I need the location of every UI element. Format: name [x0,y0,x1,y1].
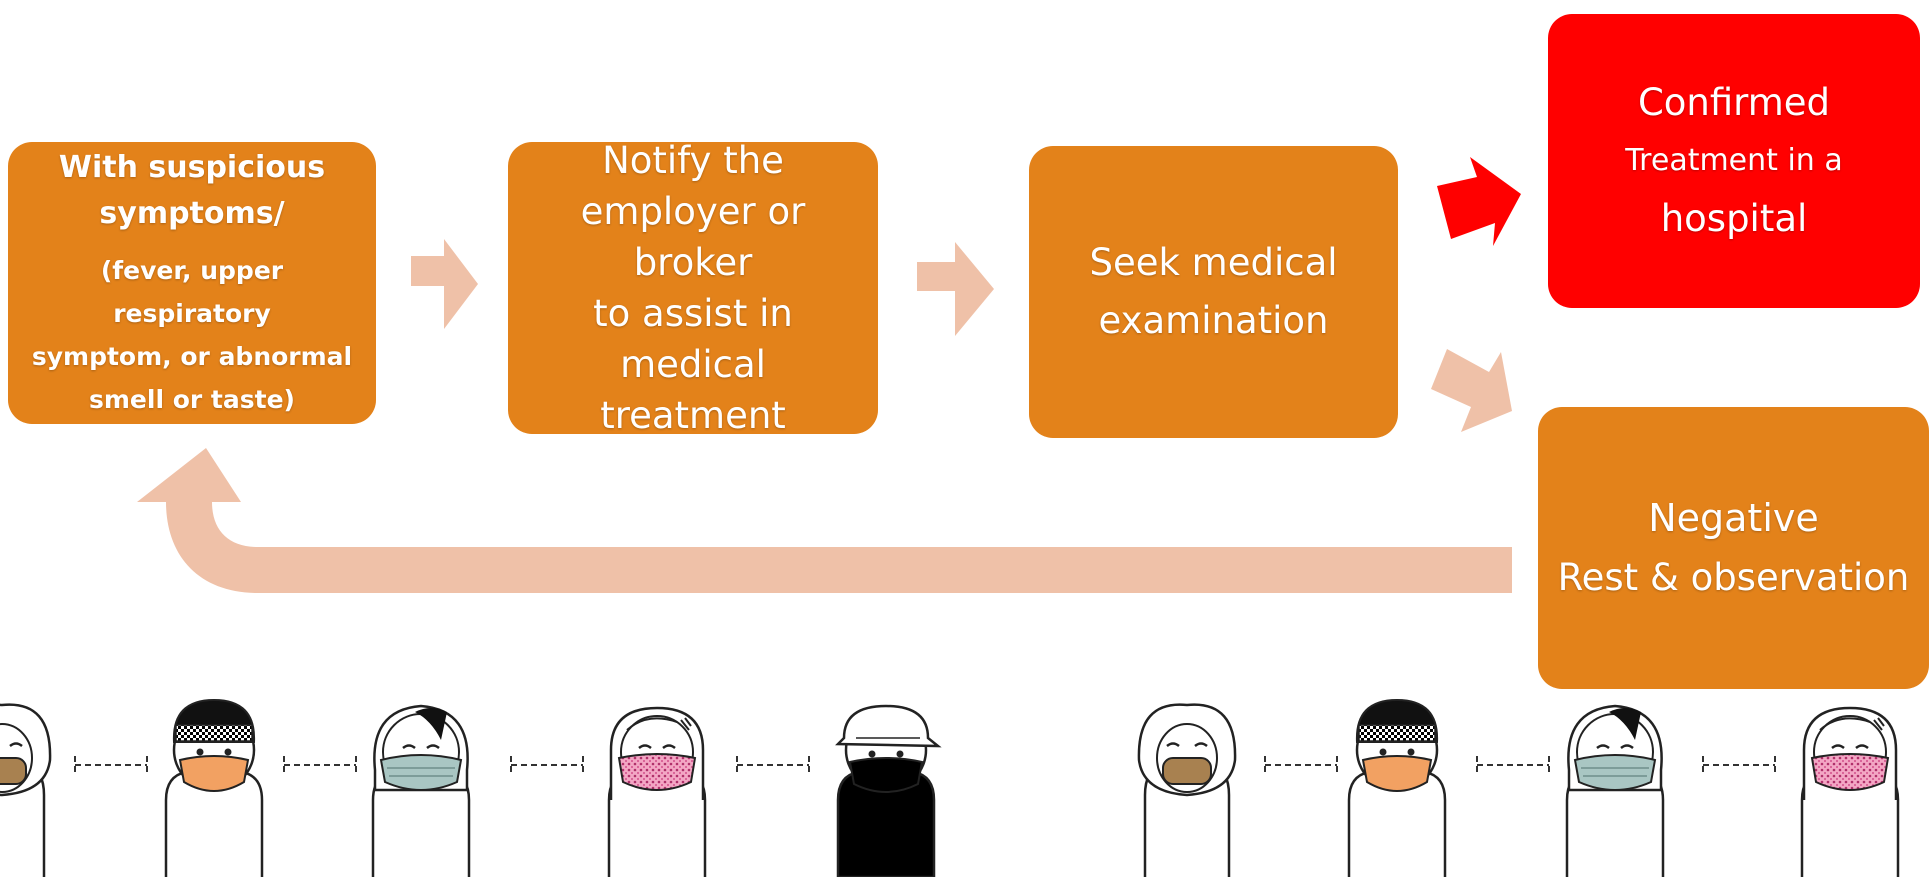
step2-line1: Notify the [602,139,784,182]
step1-detail-line2: symptom, or abnormal [31,342,353,371]
step3-line2: examination [1098,299,1329,342]
step-notify-employer: Notify the employer or broker to assist … [508,139,878,437]
person-cap-orange-mask-icon [164,698,264,877]
distance-marker-icon [736,755,810,775]
outcome-negative: Negative Rest & observation [1538,407,1929,689]
step-seek-medical-examination: Seek medical examination [1029,146,1398,438]
step3-line1: Seek medical [1089,241,1338,284]
person-cap-black-mask-icon [836,704,940,877]
person-hijab-icon [0,703,52,877]
person-hijab-icon [1137,703,1237,877]
step1-detail-line3: smell or taste) [89,385,295,414]
arrow-to-negative [1431,349,1512,432]
confirmed-heading: Confirmed [1637,81,1831,124]
step2-line3: to assist in medical [593,292,793,386]
negative-heading: Negative [1648,496,1819,540]
confirmed-detail-line1: Treatment in a [1625,143,1843,178]
outcome-confirmed: Confirmed Treatment in a hospital [1548,14,1920,308]
distance-marker-icon [74,755,148,775]
step2-line2: employer or broker [580,190,806,284]
step-suspicious-symptoms: With suspicious symptoms/ (fever, upper … [8,142,376,424]
person-cap-orange-mask-icon [1347,698,1447,877]
step1-heading-line2: symptoms/ [99,196,285,231]
step1-heading-line1: With suspicious [58,150,326,185]
distance-marker-icon [1476,755,1550,775]
person-long-hair-pink-mask-icon [1800,706,1900,877]
distance-marker-icon [1264,755,1338,775]
person-long-hair-pink-mask-icon [607,706,707,877]
people-group-right [1137,698,1900,877]
arrow-to-confirmed [1437,157,1521,246]
people-group-left [0,698,940,877]
person-hair-blue-mask-icon [371,704,471,877]
distance-marker-icon [1702,755,1776,775]
negative-detail: Rest & observation [1557,556,1910,599]
return-arrow [137,448,1512,593]
step2-line4: treatment [600,394,786,437]
confirmed-detail-line2: hospital [1660,197,1808,240]
person-hair-blue-mask-icon [1565,704,1665,877]
step1-detail-line1: (fever, upper respiratory [100,256,284,328]
distance-marker-icon [283,755,357,775]
arrow-step1-to-step2 [411,239,478,329]
distance-marker-icon [510,755,584,775]
arrow-step2-to-step3 [917,242,994,336]
